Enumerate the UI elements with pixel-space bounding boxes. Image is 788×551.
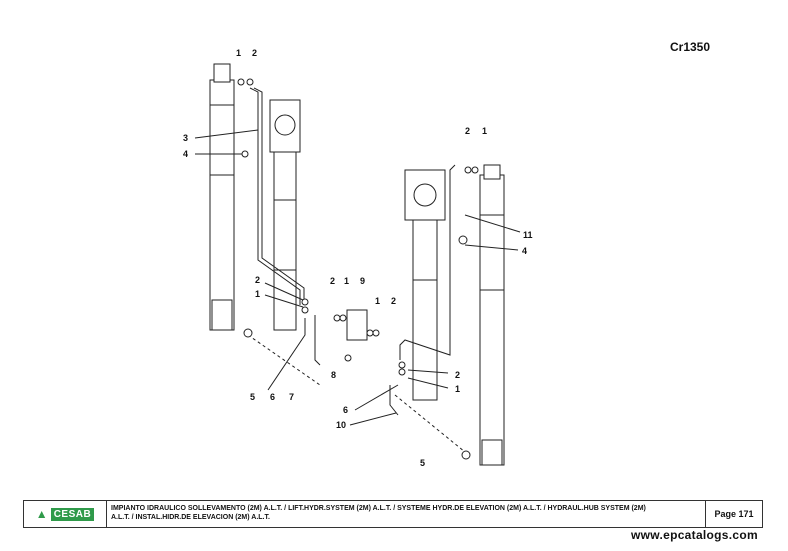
callout-4: 4: [183, 149, 188, 159]
forklift-icon: ▲: [35, 507, 48, 521]
model-code: Cr1350: [670, 40, 711, 54]
callout-10: 10: [336, 420, 346, 430]
callout-2: 2: [255, 275, 260, 285]
callout-8: 8: [331, 370, 336, 380]
right-cylinder-d: [479, 164, 505, 466]
description-line-2: A.L.T. / INSTAL.HIDR.DE ELEVACION (2M) A…: [111, 514, 270, 521]
callout-2: 2: [465, 126, 470, 136]
drawing-description: IMPIANTO IDRAULICO SOLLEVAMENTO (2M) A.L…: [107, 501, 706, 527]
callout-5: 5: [250, 392, 255, 402]
callout-3: 3: [183, 133, 188, 143]
callout-7: 7: [289, 392, 294, 402]
callout-6: 6: [270, 392, 275, 402]
callout-6: 6: [343, 405, 348, 415]
callout-2: 2: [252, 48, 257, 58]
callout-1: 1: [455, 384, 460, 394]
page-number: Page 171: [714, 509, 754, 519]
left-cylinder-b: [269, 99, 301, 331]
cesab-logo: ▲ CESAB: [24, 501, 107, 527]
description-line-1: IMPIANTO IDRAULICO SOLLEVAMENTO (2M) A.L…: [111, 505, 646, 512]
callout-11: 11: [523, 230, 533, 240]
callout-4: 4: [522, 246, 527, 256]
callout-2: 2: [455, 370, 460, 380]
right-cylinder-c: [404, 169, 446, 401]
fitting-9: [346, 309, 368, 341]
callout-2: 2: [330, 276, 335, 286]
watermark: www.epcatalogs.com: [631, 528, 758, 542]
left-cylinder-a: [209, 63, 235, 331]
tube-11: [399, 164, 456, 360]
tube-7: [267, 318, 306, 391]
hydraulic-lift-diagram: 1 2 3 4 2 1 2 1 9 1 2 8 5 6 7 2 1 6 10 2…: [183, 48, 533, 468]
title-block: ▲ CESAB IMPIANTO IDRAULICO SOLLEVAMENTO …: [23, 500, 763, 528]
tube-3: [249, 87, 301, 305]
callout-2: 2: [391, 296, 396, 306]
callout-9: 9: [360, 276, 365, 286]
callout-1: 1: [375, 296, 380, 306]
tube-10: [389, 385, 399, 416]
callout-1: 1: [344, 276, 349, 286]
callout-5: 5: [420, 458, 425, 468]
callout-1: 1: [482, 126, 487, 136]
callout-1: 1: [236, 48, 241, 58]
logo-text: CESAB: [50, 507, 95, 521]
callout-1: 1: [255, 289, 260, 299]
